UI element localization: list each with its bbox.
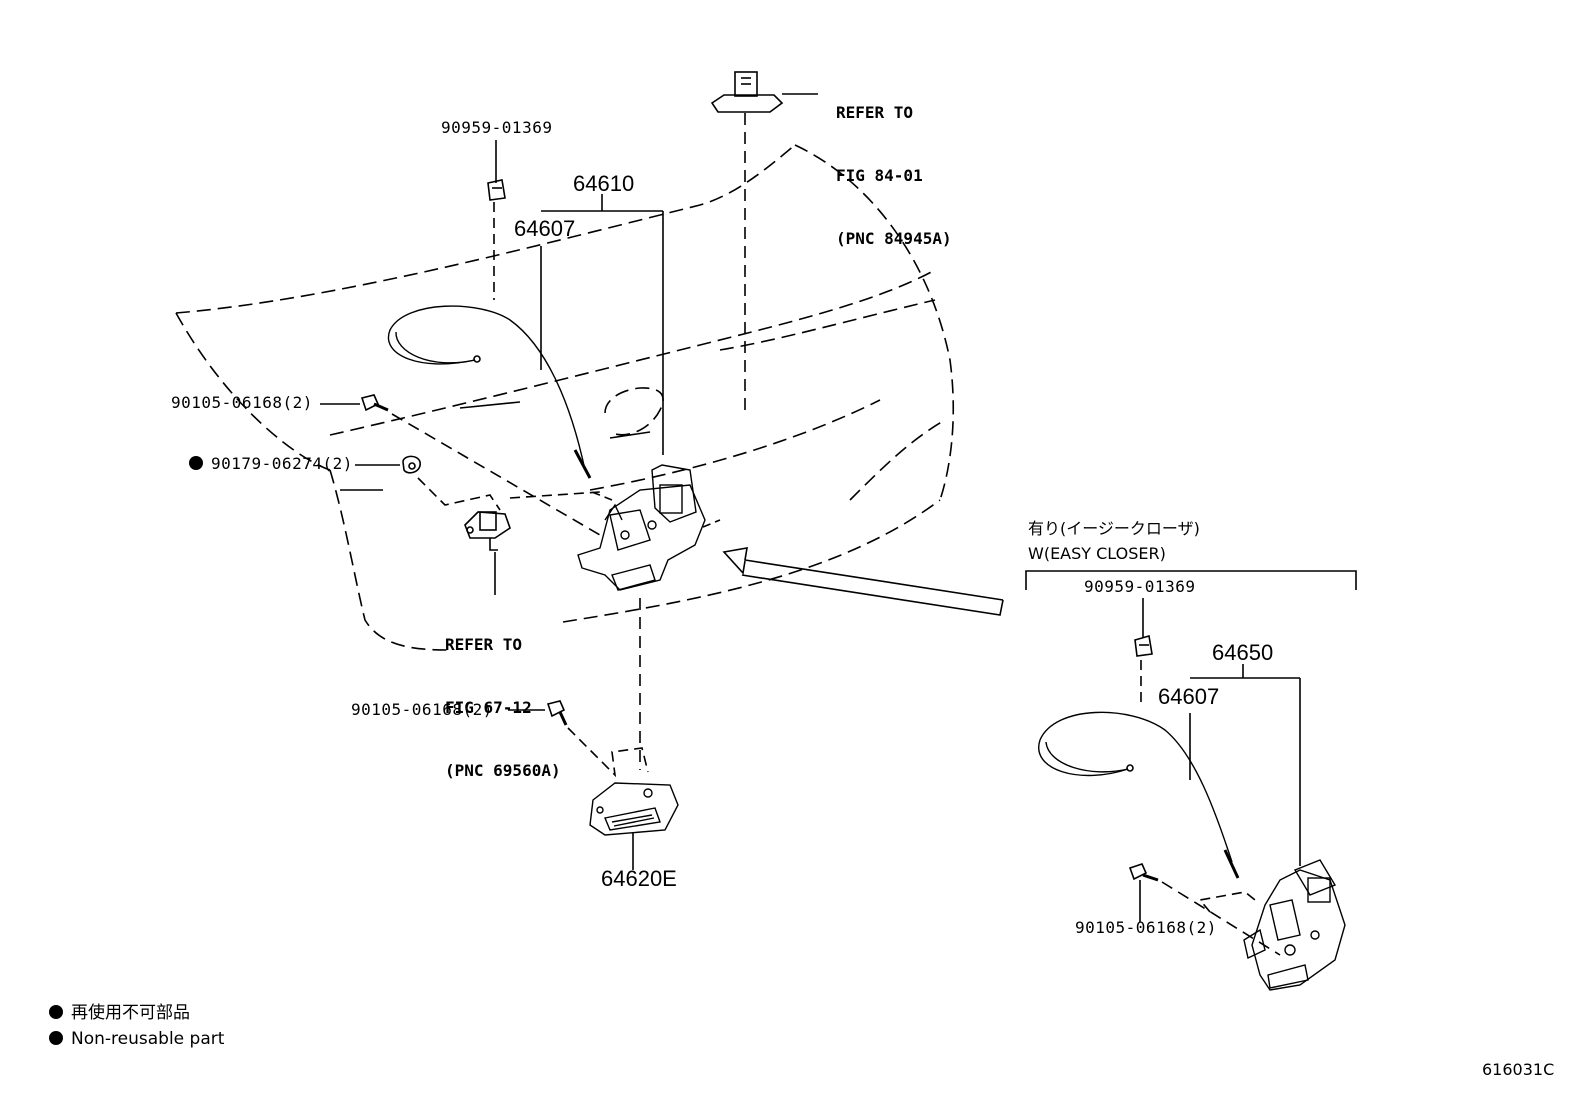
refer-fig84-line3: (PNC 84945A) [836, 229, 952, 248]
easy-closer-condition-en: W(EASY CLOSER) [1028, 544, 1166, 563]
non-reusable-dot-icon [189, 456, 203, 470]
legend-dot-icon [49, 1005, 63, 1019]
detail-arrow-icon [722, 547, 1004, 616]
part-number-90959-top[interactable]: 90959-01369 [441, 118, 553, 137]
legend-dot-icon [49, 1031, 63, 1045]
refer-fig84-line1: REFER TO [836, 103, 914, 122]
part-number-90179[interactable]: 90179-06274(2) [189, 456, 353, 472]
bolt-icon [360, 394, 389, 412]
refer-fig67-line2: FIG 67-12 [445, 698, 532, 717]
cable-clip-icon [1134, 634, 1153, 657]
release-cable-icon [1038, 711, 1240, 879]
release-cable-icon [387, 305, 592, 479]
part-number-64610[interactable]: 64610 [573, 171, 635, 196]
easy-closer-lock-assembly-icon [1243, 859, 1346, 991]
legend-item-en: Non-reusable part [49, 1031, 224, 1048]
part-number-64620e[interactable]: 64620E [601, 866, 677, 891]
part-number-90105-b[interactable]: 90105-06168(2) [351, 700, 493, 719]
part-number-64650[interactable]: 64650 [1212, 640, 1274, 665]
refer-fig67-line1: REFER TO [445, 635, 523, 654]
trunk-opener-switch-icon [710, 71, 784, 113]
part-number-90179-text: 90179-06274(2) [211, 454, 353, 473]
refer-fig67-label: REFER TO FIG 67-12 (PNC 69560A) [445, 592, 561, 802]
nut-icon [402, 455, 421, 474]
trunk-lid-outline [175, 144, 955, 651]
part-number-90959-right[interactable]: 90959-01369 [1084, 577, 1196, 596]
refer-fig67-line3: (PNC 69560A) [445, 761, 561, 780]
figure-id: 616031C [1482, 1060, 1555, 1079]
bolt-icon [1128, 863, 1159, 882]
easy-closer-condition-jp: 有り(イージークローザ) [1028, 519, 1200, 538]
part-number-90105-a[interactable]: 90105-06168(2) [171, 393, 313, 412]
refer-fig84-label: REFER TO FIG 84-01 (PNC 84945A) [836, 60, 952, 270]
refer-fig84-line2: FIG 84-01 [836, 166, 923, 185]
trunk-lock-assembly-icon [577, 464, 706, 591]
latch-switch-icon [464, 511, 511, 551]
part-number-90105-right[interactable]: 90105-06168(2) [1075, 918, 1217, 937]
trunk-handle-icon [589, 782, 679, 836]
legend-item-jp: 再使用不可部品 [49, 1005, 190, 1022]
part-number-64607-right[interactable]: 64607 [1158, 684, 1220, 709]
legend-jp-text: 再使用不可部品 [71, 1003, 190, 1023]
legend-en-text: Non-reusable part [71, 1029, 225, 1049]
part-number-64607-top[interactable]: 64607 [514, 216, 576, 241]
cable-clip-icon [487, 179, 506, 201]
bolt-icon [546, 700, 568, 726]
